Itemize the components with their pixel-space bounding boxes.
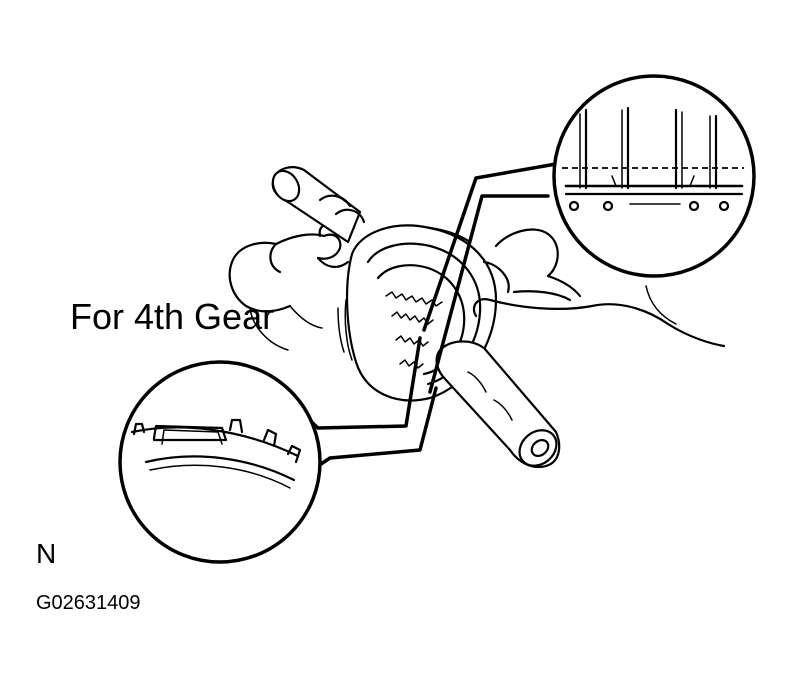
detail-view-top — [422, 74, 756, 394]
input-shaft-stub — [271, 166, 366, 244]
view-letter: N — [36, 538, 57, 569]
output-shaft — [435, 340, 561, 469]
figure-code: G02631409 — [36, 592, 141, 614]
right-hand — [472, 228, 726, 348]
detail-view-bottom — [118, 336, 438, 564]
callout-label: For 4th Gear — [70, 296, 275, 337]
